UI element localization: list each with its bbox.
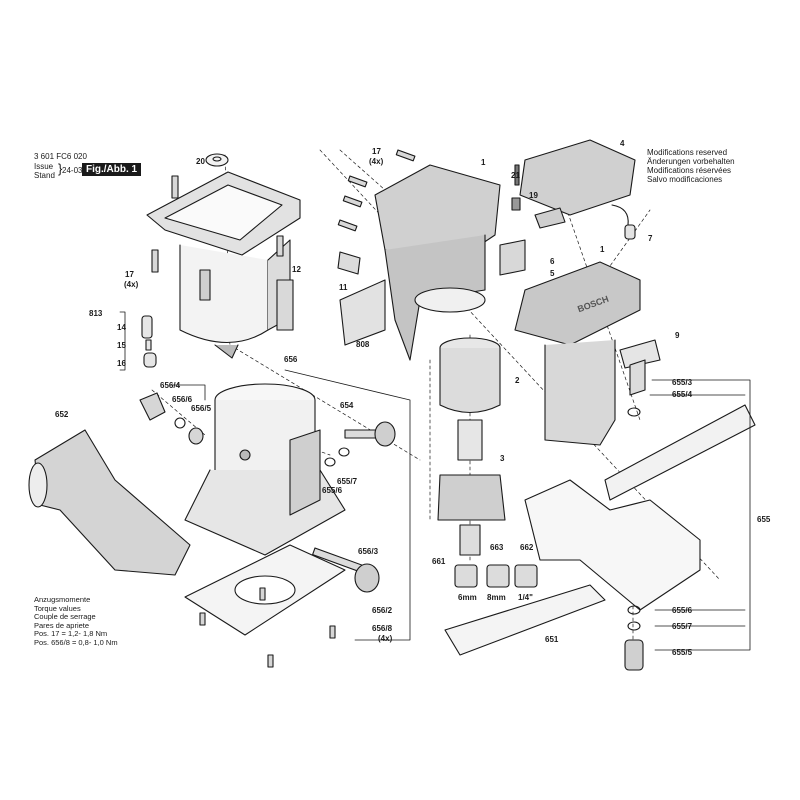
issue-date: 24-03-12 [62,166,95,175]
part-label: 20 [196,157,205,166]
screws-656-8 [199,587,336,668]
torque-pos-17: Pos. 17 = 1,2- 1,8 Nm [34,629,108,639]
part-label: (4x) [124,280,139,289]
part-label: 1 [600,245,605,254]
part-label: 12 [292,265,301,274]
parts-14-16 [141,315,157,368]
part-label: 1/4" [518,593,533,602]
part-label: 656 [284,355,298,364]
part-label: 655/6 [322,486,343,495]
part-label: 808 [356,340,370,349]
part-label: 655/7 [672,622,693,631]
torque-line: Pares de apriete [34,620,90,630]
part-label: 656/2 [372,606,393,615]
mod-line: Modifications reserved [647,148,728,157]
part-label: 655/4 [672,390,693,399]
label-808 [339,279,386,346]
part-label: 21 [511,171,520,180]
figure-label: Fig./Abb. 1 [82,163,142,176]
part-label: 16 [117,359,126,368]
issue-label: Issue [34,162,54,171]
part-label: 656/6 [172,395,193,404]
part-label: 661 [432,557,446,566]
part-label: 655/6 [672,606,693,615]
switch-5 [499,239,526,276]
mod-line: Salvo modificaciones [647,175,723,184]
part-label: 17 [125,270,134,279]
collets [454,564,538,588]
part-label: 14 [117,323,126,332]
part-label: 655/3 [672,378,693,387]
part-label: 655/7 [337,477,358,486]
doc-number: 3 601 FC6 020 [34,152,87,161]
torque-line: Couple de serrage [34,612,96,622]
part-label: 1 [481,158,486,167]
field-2 [439,337,501,413]
part-label: 652 [55,410,69,419]
part-label: 654 [340,401,354,410]
part-label: 656/8 [372,624,393,633]
knob-656-3 [312,547,380,593]
part-label: 17 [372,147,381,156]
part-label: 655/5 [672,648,693,657]
part-label: 2 [515,376,520,385]
label-12 [276,279,294,331]
part-label: 813 [89,309,103,318]
stand-label: Stand [34,171,55,180]
electronics-4 [511,139,636,240]
edge-guide-655 [524,359,756,671]
modifications-note: Modifications reserved Änderungen vorbeh… [647,148,735,184]
part-label: 656/3 [358,547,379,556]
dust-nozzle-652 [28,429,191,576]
part-label: 656/4 [160,381,181,390]
armature-3 [437,419,506,556]
part-label: 6 [550,257,555,266]
part-label: 651 [545,635,559,644]
part-label: 9 [675,331,680,340]
label-11 [337,251,361,275]
parts-656-4-6 [139,392,204,445]
torque-pos-656-8: Pos. 656/8 = 0,8- 1,0 Nm [34,637,118,647]
wrench-651 [444,584,606,656]
housing-1-upper [374,164,501,361]
part-label: 663 [490,543,504,552]
leader-lines [119,311,751,651]
part-label: (4x) [378,634,393,643]
part-label: 11 [339,283,348,292]
knob-654 [324,421,396,467]
screws-17-mid [337,149,416,232]
part-label: 4 [620,139,625,148]
part-label: 15 [117,341,126,350]
part-label: 656/5 [191,404,212,413]
part-label: 8mm [487,593,506,602]
screw-17-left [151,175,284,273]
torque-line: Torque values [34,603,81,613]
torque-values: Anzugsmomente Torque values Couple de se… [34,595,118,648]
brace: } [58,161,63,176]
ring-20 [205,153,229,167]
part-label: 5 [550,269,555,278]
part-label: 7 [648,234,653,243]
housing-1-lower [514,261,661,446]
part-label: 19 [529,191,538,200]
part-label: 662 [520,543,534,552]
mod-line: Änderungen vorbehalten [647,157,735,166]
mod-line: Modifications réservées [647,166,732,175]
part-label: 3 [500,454,505,463]
part-label: (4x) [369,157,384,166]
plunge-base-656 [184,383,346,556]
part-label: 6mm [458,593,477,602]
torque-line: Anzugsmomente [34,595,91,604]
part-label: 655 [757,515,771,524]
